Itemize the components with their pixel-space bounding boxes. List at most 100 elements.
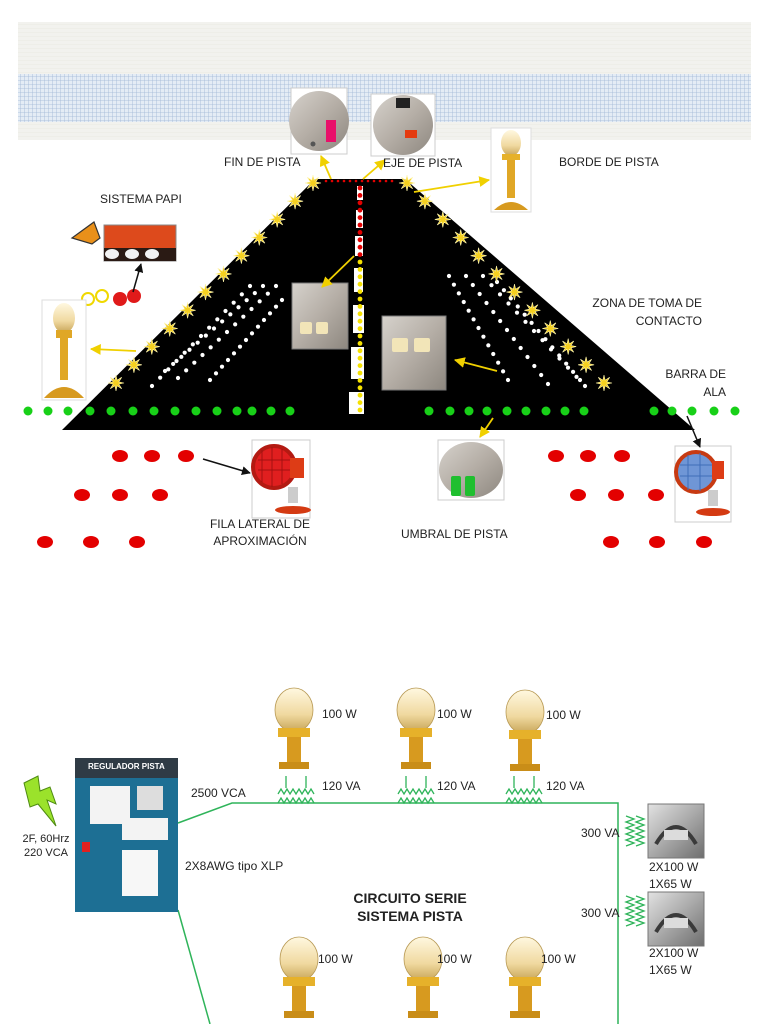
load-1-line2: 1X65 W <box>649 877 692 891</box>
label-runway-edge: BORDE DE PISTA <box>559 155 659 169</box>
lamp-globe <box>274 687 314 733</box>
lamp-rating-6: 100 W <box>541 952 576 966</box>
approach-light <box>129 536 145 548</box>
runway-end-light <box>372 179 376 183</box>
threshold-light <box>541 406 551 416</box>
fixture-rim <box>654 825 698 846</box>
lamp-rating-1: 100 W <box>322 707 357 721</box>
threshold-light <box>149 406 159 416</box>
edge-light-right <box>595 374 613 392</box>
edge-light-right <box>416 193 433 210</box>
touchdown-light <box>190 342 195 347</box>
isolation-transformers <box>277 776 646 927</box>
touchdown-light <box>484 300 489 306</box>
transformer-coil <box>277 787 315 796</box>
threshold-light <box>424 406 434 416</box>
centerline-light <box>357 267 363 272</box>
edge-light-right <box>524 302 541 319</box>
centerline-light <box>357 289 363 294</box>
edge-light-right <box>578 356 595 373</box>
touchdown-light <box>461 299 466 305</box>
edge-light-left <box>125 356 142 373</box>
label-touchdown-zone-line2: CONTACTO <box>635 314 702 328</box>
centerline-light <box>357 244 363 250</box>
touchdown-light <box>233 322 238 327</box>
touchdown-light <box>158 375 163 380</box>
circuit-lamp-2 <box>396 687 436 769</box>
touchdown-light <box>179 354 184 359</box>
centerline-light <box>357 348 363 354</box>
edge-light-left <box>107 374 125 392</box>
edge-light-left <box>233 247 250 264</box>
edge-light-fixture <box>490 127 532 213</box>
touchdown-light <box>203 333 208 338</box>
edge-light-left <box>251 229 268 246</box>
big-transformer-rating-1: 300 VA <box>581 826 620 840</box>
touchdown-light <box>557 353 562 358</box>
lamp-base <box>284 1011 314 1018</box>
inset-light-photo-2 <box>381 315 447 391</box>
touchdown-light <box>446 273 452 279</box>
approach-light <box>648 489 664 501</box>
centerline-light <box>357 311 363 317</box>
touchdown-light <box>211 326 217 331</box>
threshold-light <box>730 406 740 416</box>
runway-centerline <box>324 179 394 414</box>
touchdown-light <box>574 374 579 379</box>
touchdown-light <box>225 357 231 363</box>
threshold-light <box>63 406 73 416</box>
touchdown-light <box>476 325 481 331</box>
runway-end-light <box>366 179 370 183</box>
threshold-light <box>106 406 116 416</box>
threshold-light <box>170 406 180 416</box>
threshold-light <box>212 406 222 416</box>
touchdown-light <box>491 351 496 357</box>
touchdown-light <box>213 371 219 376</box>
lamp-stem <box>409 737 423 763</box>
touchdown-light <box>463 273 469 279</box>
label-supply-line2: 220 VCA <box>23 847 69 859</box>
label-supply-line1: 2F, 60Hrz <box>22 833 70 845</box>
centerline-light <box>357 370 363 376</box>
label-papi: SISTEMA PAPI <box>100 192 182 206</box>
papi-light-beams <box>81 289 141 306</box>
circuit-lamp-4 <box>279 936 319 1018</box>
touchdown-light <box>252 290 257 296</box>
touchdown-light <box>515 304 520 309</box>
centerline-light <box>357 341 363 346</box>
approach-light <box>74 489 90 501</box>
touchdown-light <box>220 319 225 324</box>
lamp-collar <box>400 728 432 737</box>
approach-light <box>649 536 665 548</box>
lamp-globe <box>279 936 319 982</box>
centerline-marking <box>353 305 364 333</box>
approach-light <box>144 450 160 462</box>
centerline-light <box>357 355 363 361</box>
lamp-base <box>510 1011 540 1018</box>
load-2-line1: 2X100 W <box>649 946 699 960</box>
approach-light <box>152 489 168 501</box>
touchdown-light <box>195 340 200 345</box>
touchdown-light <box>236 305 241 310</box>
touchdown-light <box>456 291 461 296</box>
inset-light-photo-1 <box>291 282 349 350</box>
approach-light <box>112 489 128 501</box>
touchdown-light <box>244 298 249 303</box>
touchdown-light <box>192 360 197 365</box>
edge-light-right <box>434 211 451 228</box>
label-runway-centerline: EJE DE PISTA <box>383 156 463 170</box>
touchdown-light <box>247 283 253 289</box>
label-approach-row-line1: FILA LATERAL DE <box>209 517 311 531</box>
circuit-lamps <box>274 687 545 1018</box>
lamp-stem <box>518 739 532 765</box>
touchdown-light <box>208 345 213 350</box>
label-touchdown-zone-line1: ZONA DE TOMA DE <box>592 296 702 310</box>
lamp-base <box>510 764 540 771</box>
touchdown-light <box>532 363 537 369</box>
touchdown-light <box>279 297 285 303</box>
circuit-lamp-5 <box>403 936 443 1018</box>
lamp-rating-3: 100 W <box>546 708 581 722</box>
threshold-light <box>232 406 242 416</box>
threshold-light <box>649 406 659 416</box>
runway-end-light <box>342 179 346 183</box>
